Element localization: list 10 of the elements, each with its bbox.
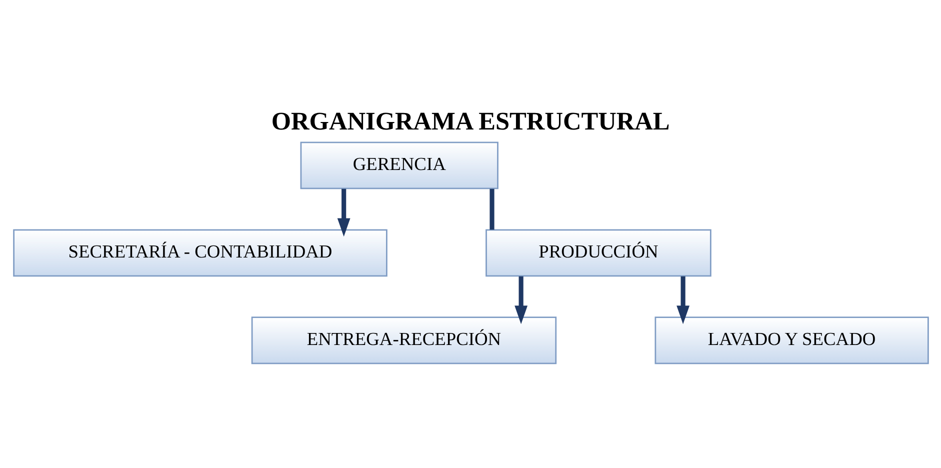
node-box: ENTREGA-RECEPCIÓN xyxy=(250,316,556,364)
arrow xyxy=(336,188,350,236)
node-box: PRODUCCIÓN xyxy=(485,228,711,276)
arrow xyxy=(676,276,690,324)
node-box: LAVADO Y SECADO xyxy=(654,316,928,364)
node-box: SECRETARÍA - CONTABILIDAD xyxy=(12,228,387,276)
node-box: GERENCIA xyxy=(300,141,498,189)
connector xyxy=(489,188,494,230)
diagram-title: ORGANIGRAMA ESTRUCTURAL xyxy=(270,106,670,135)
arrow xyxy=(514,276,528,324)
